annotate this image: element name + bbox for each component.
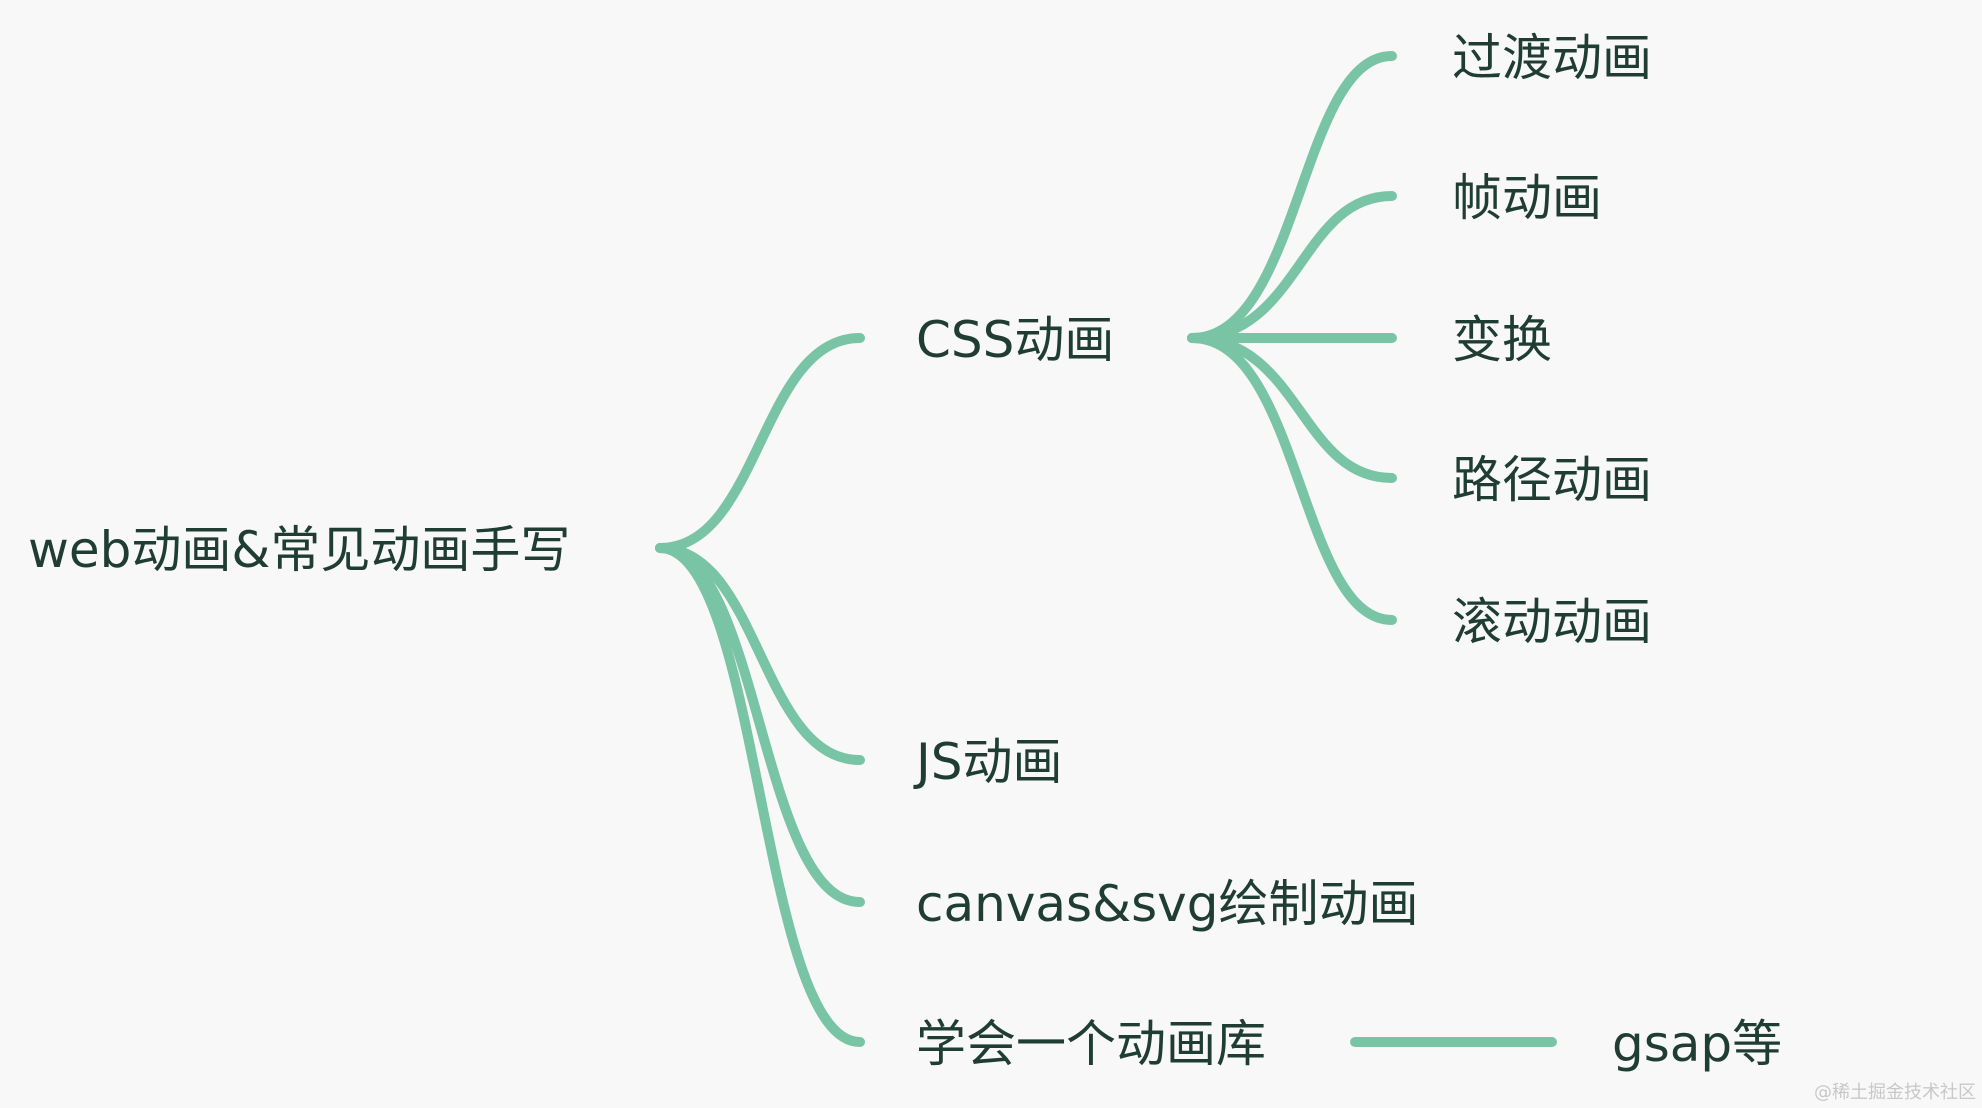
node-js-animation: JS动画	[913, 733, 1062, 791]
branch-css-transition	[1187, 51, 1397, 343]
node-canvas-svg-animation: canvas&svg绘制动画	[916, 875, 1418, 933]
branch-css-path	[1187, 333, 1397, 483]
node-transform: 变换	[1452, 311, 1552, 369]
node-path-animation: 路径动画	[1452, 451, 1652, 509]
root-node: web动画&常见动画手写	[28, 521, 570, 579]
node-keyframe-animation: 帧动画	[1452, 169, 1602, 227]
node-css-animation: CSS动画	[916, 311, 1114, 369]
node-transition-animation: 过渡动画	[1452, 29, 1652, 87]
branch-root-library	[655, 543, 865, 1047]
watermark: @稀土掘金技术社区	[1814, 1082, 1976, 1103]
node-scroll-animation: 滚动动画	[1452, 593, 1652, 651]
branch-css-keyframe	[1187, 191, 1397, 343]
node-animation-library: 学会一个动画库	[916, 1015, 1266, 1073]
branch-root-canvas	[655, 543, 865, 907]
node-gsap: gsap等	[1612, 1015, 1782, 1073]
branch-root-css	[655, 333, 865, 553]
branch-css-scroll	[1187, 333, 1397, 625]
